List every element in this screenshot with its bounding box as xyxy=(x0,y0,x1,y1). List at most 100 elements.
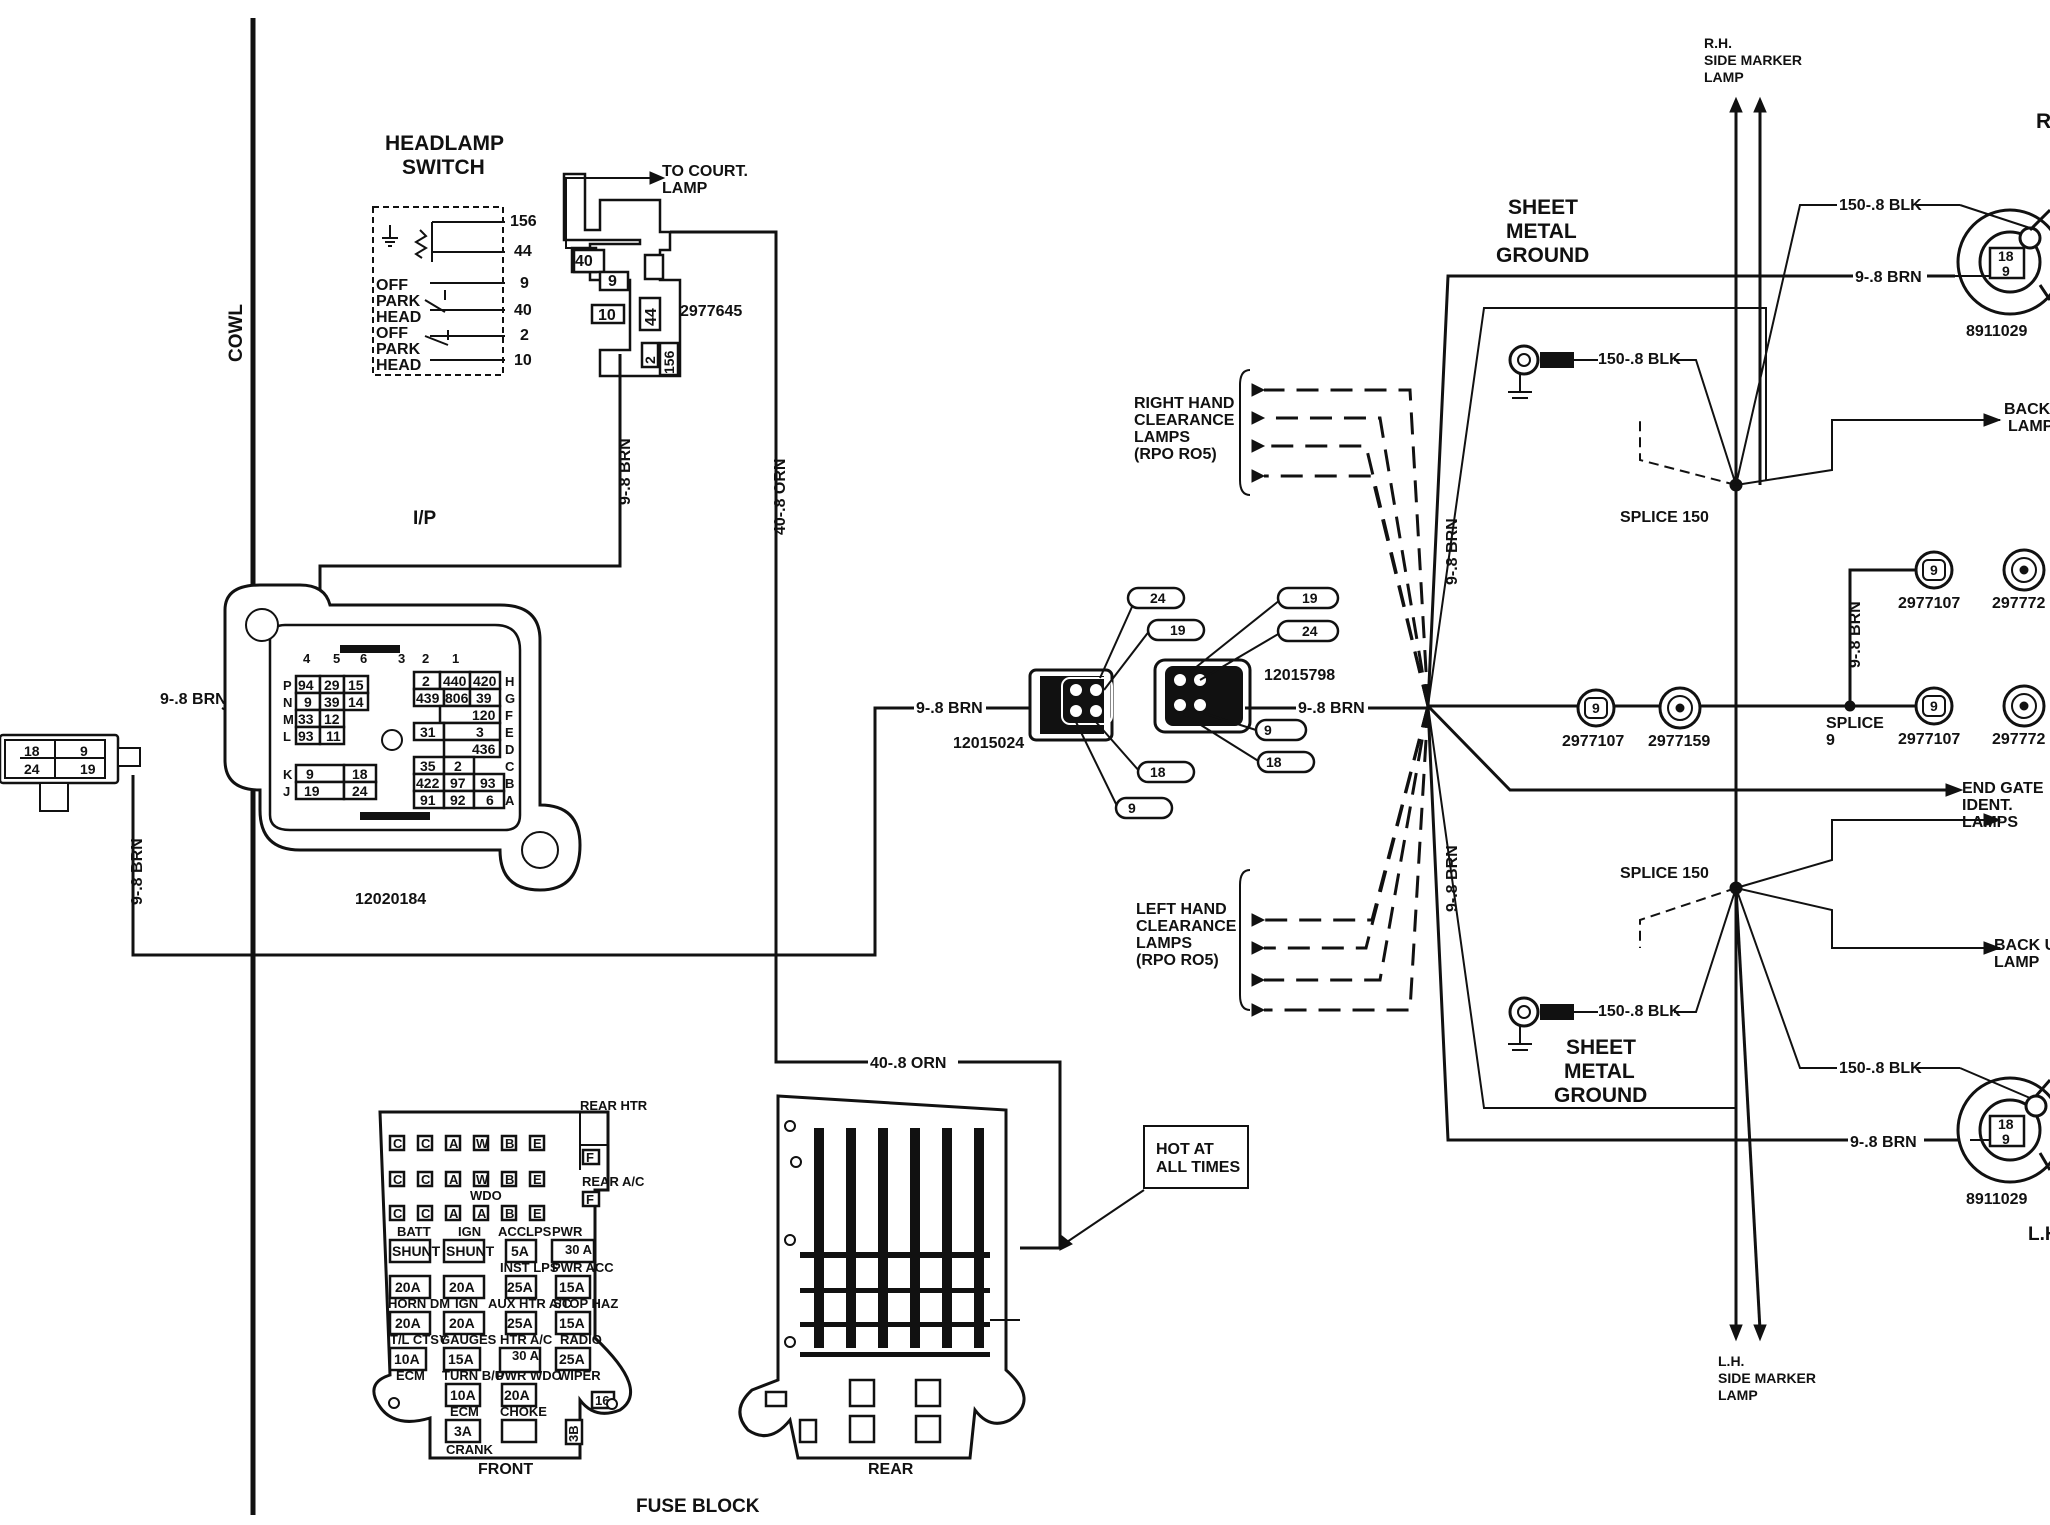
sheet-metal-ground-1b: METAL xyxy=(1506,220,1577,243)
fuse-label-rear-ac: REAR A/C xyxy=(582,1174,645,1189)
left-connector: 18 9 24 19 xyxy=(0,733,141,812)
to-court-lamp-1: TO COURT. xyxy=(662,163,748,180)
switch-pos-off-2: OFF xyxy=(376,325,408,342)
fl-0-3: W xyxy=(476,1136,489,1151)
fl-wdo: WDO xyxy=(470,1188,502,1203)
fl-2-0: C xyxy=(393,1206,403,1221)
cowl-label: COWL xyxy=(226,304,247,362)
wire-label-150blk-lower: 150-.8 BLK xyxy=(1598,1003,1681,1020)
fl-1-5: E xyxy=(533,1172,542,1187)
fuse-2-1: 20A xyxy=(449,1315,475,1331)
fl-1-0: C xyxy=(393,1172,403,1187)
tail-lower-pin-9: 9 xyxy=(2002,1131,2010,1147)
relay-pin-40: 40 xyxy=(575,253,593,270)
wire-label-9brn-up: 9-.8 BRN xyxy=(1444,518,1461,585)
bh-cell-35: 35 xyxy=(420,758,436,774)
bh-letter-k: K xyxy=(283,767,293,782)
bh-cell-24: 24 xyxy=(352,783,368,799)
bh-cell-15: 15 xyxy=(348,677,364,693)
back-lamp-2: LAMP xyxy=(2008,418,2050,435)
fuse-3-0: 10A xyxy=(394,1351,420,1367)
bh-top-4: 4 xyxy=(303,651,311,666)
tag-a-24: 24 xyxy=(1150,590,1166,606)
tail-lamp-lower: 18 9 150-.8 BLK 8911029 xyxy=(1837,1059,2050,1208)
wire-label-9brn-tail-lower: 9-.8 BRN xyxy=(1850,1134,1917,1151)
fuse-tag-f2: F xyxy=(586,1192,594,1207)
tag-b-19: 19 xyxy=(1302,590,1318,606)
bh-letter-h: H xyxy=(505,674,514,689)
tag-b-9: 9 xyxy=(1264,722,1272,738)
relay-pin-2: 2 xyxy=(642,356,658,364)
bh-letter-g: G xyxy=(505,691,515,706)
socket-b-part: 2977159 xyxy=(1648,733,1710,750)
bh-letter-b: B xyxy=(505,776,514,791)
bh-top-5: 5 xyxy=(333,651,340,666)
fuse-0-2: 5A xyxy=(511,1243,529,1259)
fl-0-5: E xyxy=(533,1136,542,1151)
wire-label-150blk-upper: 150-.8 BLK xyxy=(1598,351,1681,368)
hot-label-2: ALL TIMES xyxy=(1156,1159,1240,1176)
rh-clearance-1: RIGHT HAND xyxy=(1134,395,1234,412)
socket-d-pin: 9 xyxy=(1930,698,1938,714)
fl-0-2: A xyxy=(449,1136,459,1151)
fuse-label-turn: TURN B/U xyxy=(442,1368,504,1383)
fuse-label-choke: CHOKE xyxy=(500,1404,547,1419)
wire-label-40orn-horz: 40-.8 ORN xyxy=(870,1055,946,1072)
switch-pin-156: 156 xyxy=(510,213,537,230)
fuse-label-ecm: ECM xyxy=(396,1368,425,1383)
lh-side-marker-1: L.H. xyxy=(1718,1353,1744,1369)
rh-clearance-2: CLEARANCE xyxy=(1134,412,1235,429)
bh-cell-440: 440 xyxy=(443,673,467,689)
fuse-tag-3b: 3B xyxy=(566,1425,581,1442)
fuse-tag-f1: F xyxy=(586,1150,594,1165)
switch-pin-9: 9 xyxy=(520,275,529,292)
fuse-label-aux: AUX HTR A/C xyxy=(488,1296,572,1311)
bh-letter-l: L xyxy=(283,729,291,744)
edge-label-r: R xyxy=(2036,110,2050,133)
fuse-label-pwr-acc: PWR ACC xyxy=(552,1260,614,1275)
fuse-3-3: 25A xyxy=(559,1351,585,1367)
fl-0-4: B xyxy=(505,1136,514,1151)
bh-cell-39b: 39 xyxy=(476,690,492,706)
switch-pos-park-2: PARK xyxy=(376,341,421,358)
clearance-lamp-wires xyxy=(1239,369,1430,1017)
bh-cell-29: 29 xyxy=(324,677,340,693)
end-gate-1: END GATE xyxy=(1962,780,2044,797)
switch-connector-2977645: 40 9 10 44 2 156 2977645 xyxy=(562,172,742,378)
fuse-label-tl: T/L CTSY xyxy=(390,1332,448,1347)
wire-label-150blk-tail-lower: 150-.8 BLK xyxy=(1839,1060,1922,1077)
bh-letter-d: D xyxy=(505,742,514,757)
fuse-2-0: 20A xyxy=(395,1315,421,1331)
fuse-word-ign: IGN xyxy=(458,1224,481,1239)
fuse-5-1: 3A xyxy=(454,1423,472,1439)
switch-pin-2: 2 xyxy=(520,327,529,344)
bh-cell-33: 33 xyxy=(298,711,314,727)
fuse-1-3: 15A xyxy=(559,1279,585,1295)
switch-pin-40: 40 xyxy=(514,302,532,319)
bh-letter-m: M xyxy=(283,712,294,727)
fl-1-3: W xyxy=(476,1172,489,1187)
relay-pin-44: 44 xyxy=(643,308,660,326)
fuse-label-wiper: WIPER xyxy=(558,1368,601,1383)
switch-pos-head-1: HEAD xyxy=(376,309,421,326)
fuse-label-rear-htr: REAR HTR xyxy=(580,1098,648,1113)
fuse-0-3: 30 A xyxy=(565,1242,593,1257)
socket-e-part: 297772 xyxy=(1992,595,2045,612)
bh-cell-6: 6 xyxy=(486,792,494,808)
switch-pin-44: 44 xyxy=(514,243,532,260)
left-conn-pin-19: 19 xyxy=(80,761,96,777)
rh-side-marker-2: SIDE MARKER xyxy=(1704,52,1802,68)
tail-upper-pin-18: 18 xyxy=(1998,248,2014,264)
hot-at-all-times-callout: HOT AT ALL TIMES xyxy=(1059,1125,1249,1251)
fuse-rear-label: REAR xyxy=(868,1461,914,1478)
sheet-metal-ground-1a: SHEET xyxy=(1508,196,1578,219)
wire-label-9brn-relay: 9-.8 BRN xyxy=(617,438,634,505)
right-labels: RIGHT HAND CLEARANCE LAMPS (RPO RO5) LEF… xyxy=(1134,35,2050,1403)
bh-cell-422: 422 xyxy=(416,775,440,791)
fuse-2-3: 15A xyxy=(559,1315,585,1331)
to-court-lamp-2: LAMP xyxy=(662,180,708,197)
bh-cell-93b: 93 xyxy=(480,775,496,791)
left-conn-pin-18: 18 xyxy=(24,743,40,759)
switch-pos-off-1: OFF xyxy=(376,277,408,294)
ground-upper: 150-.8 BLK SHEET METAL GROUND xyxy=(1496,196,1696,399)
